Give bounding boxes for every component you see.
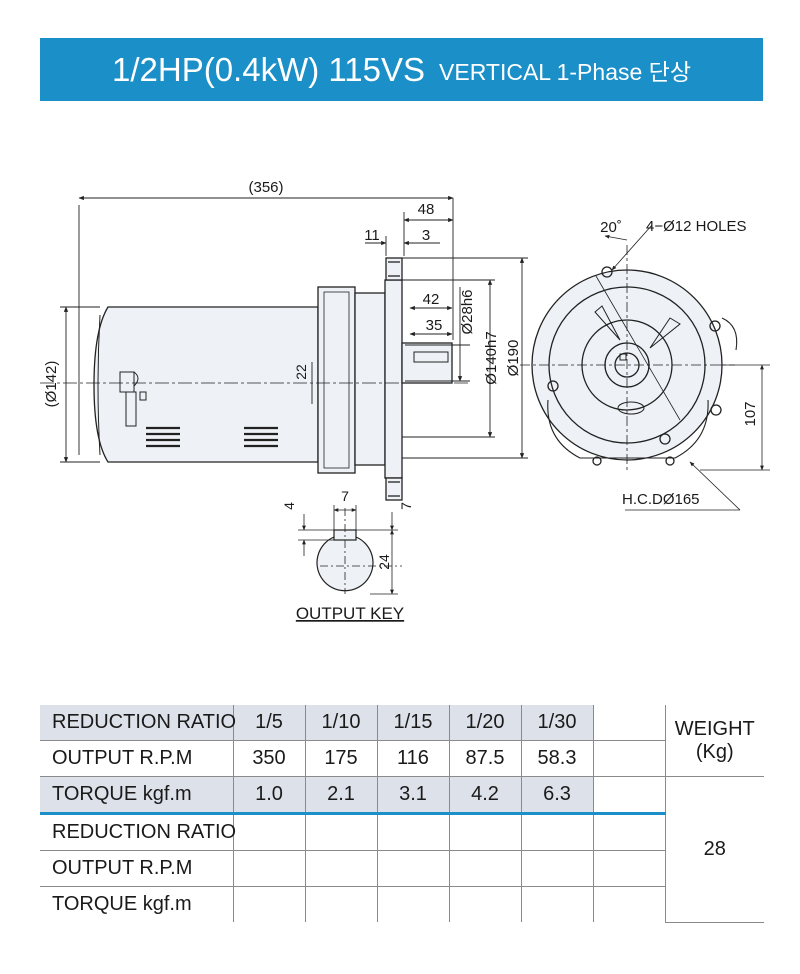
dim-pilot-dia: Ø140h7	[483, 331, 500, 384]
table-cell	[592, 705, 666, 741]
row-label: OUTPUT R.P.M	[40, 850, 234, 887]
dim-shaft-dia: Ø28h6	[459, 289, 476, 334]
row-label: REDUCTION RATIO	[40, 813, 236, 851]
table-cell: 1/30	[520, 705, 594, 741]
dim-22: 22	[293, 364, 309, 380]
table-cell	[232, 886, 306, 922]
table-cell: 1/15	[376, 705, 450, 741]
table-cell: 1.0	[232, 776, 306, 815]
motor-flange	[317, 286, 356, 474]
table-cell: 1/20	[448, 705, 522, 741]
table-row: REDUCTION RATIO	[40, 813, 764, 851]
page-subtitle: VERTICAL 1-Phase 단상	[439, 58, 691, 85]
dim-42: 42	[423, 291, 440, 308]
row-label: REDUCTION RATIO	[40, 705, 236, 741]
table-cell: 58.3	[520, 740, 594, 777]
table-cell	[592, 776, 666, 815]
table-cell	[592, 850, 666, 887]
output-shaft	[401, 342, 453, 384]
table-cell: 1/5	[232, 705, 306, 741]
spec-table: REDUCTION RATIO 1/5 1/10 1/15 1/20 1/30 …	[40, 705, 764, 923]
table-cell	[520, 886, 594, 922]
table-cell	[520, 813, 594, 851]
table-cell	[232, 850, 306, 887]
table-cell	[520, 850, 594, 887]
table-cell	[448, 886, 522, 922]
table-row: REDUCTION RATIO 1/5 1/10 1/15 1/20 1/30 …	[40, 705, 764, 777]
table-cell	[376, 886, 450, 922]
weight-value: 28	[664, 776, 764, 923]
dim-body-dia: (Ø142)	[43, 361, 60, 408]
dim-107: 107	[742, 401, 759, 426]
table-cell: 87.5	[448, 740, 522, 777]
key-dim-24: 24	[376, 554, 392, 570]
dim-pcd: H.C.DØ165	[622, 491, 700, 508]
table-cell: 6.3	[520, 776, 594, 815]
table-row: OUTPUT R.P.M	[40, 850, 764, 887]
table-row: TORQUE kgf.m	[40, 886, 764, 922]
table-cell	[448, 850, 522, 887]
page-title: 1/2HP(0.4kW) 115VS	[111, 50, 426, 88]
table-cell	[592, 886, 666, 922]
table-row: TORQUE kgf.m 1.0 2.1 3.1 4.2 6.3 28	[40, 776, 764, 923]
table-cell: 3.1	[376, 776, 450, 815]
key-dim-width: 7	[341, 488, 349, 504]
dim-holes: 4−Ø12 HOLES	[646, 218, 746, 235]
weight-label: WEIGHT	[674, 717, 755, 740]
table-cell: 2.1	[304, 776, 378, 815]
key-label: OUTPUT KEY	[296, 604, 404, 623]
table-cell	[448, 813, 522, 851]
dim-flange-dia: Ø190	[505, 340, 522, 377]
dim-11: 11	[364, 227, 380, 244]
title-banner: 1/2HP(0.4kW) 115VS VERTICAL 1-Phase 단상	[40, 38, 763, 101]
row-label: TORQUE kgf.m	[40, 776, 234, 815]
row-label: TORQUE kgf.m	[40, 886, 234, 922]
table-cell	[304, 813, 378, 851]
dim-35: 35	[426, 317, 443, 334]
weight-unit: (Kg)	[695, 740, 734, 763]
table-cell	[232, 813, 306, 851]
weight-header: WEIGHT (Kg)	[664, 705, 764, 777]
table-cell: 4.2	[448, 776, 522, 815]
table-row: OUTPUT R.P.M 350 175 116 87.5 58.3	[40, 740, 764, 777]
dim-3: 3	[422, 227, 430, 244]
table-cell: 175	[304, 740, 378, 777]
row-label: OUTPUT R.P.M	[40, 740, 234, 777]
gear-flange	[384, 279, 403, 479]
table-cell	[592, 813, 666, 851]
table-cell	[304, 886, 378, 922]
table-cell	[376, 813, 450, 851]
key-dim-4: 4	[281, 502, 297, 510]
table-cell: 1/10	[304, 705, 378, 741]
dim-48: 48	[418, 201, 435, 218]
table-cell	[304, 850, 378, 887]
table-cell: 116	[376, 740, 450, 777]
table-cell	[592, 740, 666, 777]
table-cell	[376, 850, 450, 887]
motor-body	[93, 306, 319, 463]
dim-angle: 20˚	[600, 219, 622, 236]
table-cell: 350	[232, 740, 306, 777]
dim-length: (356)	[248, 179, 283, 196]
key-dim-7: 7	[398, 502, 414, 510]
